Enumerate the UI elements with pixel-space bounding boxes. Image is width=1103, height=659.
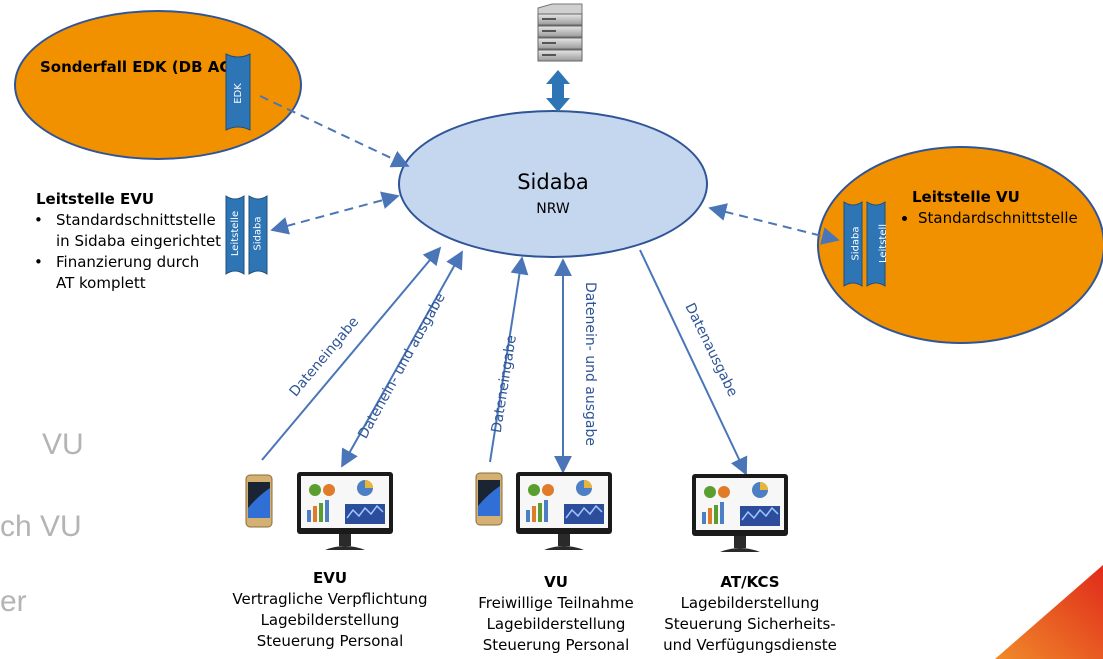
server-icon [537, 3, 583, 62]
caption-at-title: AT/KCS [720, 573, 780, 591]
background-text-fragment: er [0, 585, 27, 618]
monitor-icon [516, 472, 612, 550]
background-text-fragment: ch VU [0, 510, 82, 543]
leitstelle-vu-bullets: Standardschnittstelle [898, 208, 1078, 229]
edk-interface-scroll [225, 53, 251, 131]
sonderfall-edk-ellipse [14, 10, 302, 160]
leitstelle-evu-bullet-1-line-1: Standardschnittstelle [56, 211, 216, 229]
caption-at-line: Lagebilderstellung [680, 594, 820, 612]
leitstelle-vu-bullet: Standardschnittstelle [918, 208, 1078, 229]
leitstelle-evu-bullet-2-line-2: AT komplett [56, 274, 146, 292]
caption-at-line: und Verfügungsdienste [663, 636, 837, 654]
leitstelle-evu-title: Leitstelle EVU [36, 190, 155, 208]
sidaba-ellipse [398, 110, 708, 258]
leitstelle-evu-bullet-2-line-1: Finanzierung durch [56, 253, 200, 271]
flow-label-vu-inout: Datenein- und ausgabe [582, 281, 599, 447]
smartphone-icon [245, 474, 273, 528]
caption-evu: EVU Vertragliche Verpflichtung Lagebilde… [230, 568, 430, 652]
monitor-icon [692, 474, 788, 552]
caption-vu: VU Freiwillige Teilnahme Lagebilderstell… [466, 572, 646, 656]
server-sidaba-double-arrow [546, 70, 570, 112]
caption-evu-line: Lagebilderstellung [260, 611, 400, 629]
caption-vu-line: Lagebilderstellung [486, 615, 626, 633]
leitstelle-vu-interface-scroll [843, 201, 886, 287]
leitstelle-evu-bullet-1-line-2: in Sidaba eingerichtet [56, 232, 222, 250]
evu-sidaba-arrow [270, 191, 400, 235]
caption-vu-title: VU [544, 573, 568, 591]
edk-sidaba-arrow [259, 95, 410, 168]
caption-vu-line: Freiwillige Teilnahme [478, 594, 634, 612]
caption-evu-line: Steuerung Personal [256, 632, 404, 650]
caption-evu-title: EVU [312, 569, 348, 587]
caption-at-line: Steuerung Sicherheits- [664, 615, 836, 633]
evu-inout-arrow [341, 250, 463, 468]
leitstelle-vu-title: Leitstelle VU [912, 188, 1020, 206]
caption-at: AT/KCS Lagebilderstellung Steuerung Sich… [650, 572, 850, 656]
sidaba-vu-arrow [708, 203, 840, 245]
sidaba-title: Sidaba [517, 170, 589, 194]
caption-evu-line: Vertragliche Verpflichtung [232, 590, 428, 608]
background-text-fragment: VU [42, 428, 84, 461]
caption-vu-line: Steuerung Personal [482, 636, 630, 654]
vu-input-arrow [489, 256, 529, 463]
at-output-arrow [639, 249, 748, 476]
leitstelle-evu-interface-scroll [225, 195, 268, 275]
leitstelle-evu-bullets: •Standardschnittstelle in Sidaba eingeri… [34, 211, 222, 292]
sonderfall-edk-title: Sonderfall EDK (DB AG) [40, 58, 239, 76]
smartphone-icon [475, 472, 503, 526]
corner-decoration [995, 565, 1103, 659]
sidaba-subtitle: NRW [536, 201, 570, 217]
monitor-icon [297, 472, 393, 550]
leitstelle-vu-ellipse [817, 146, 1103, 344]
